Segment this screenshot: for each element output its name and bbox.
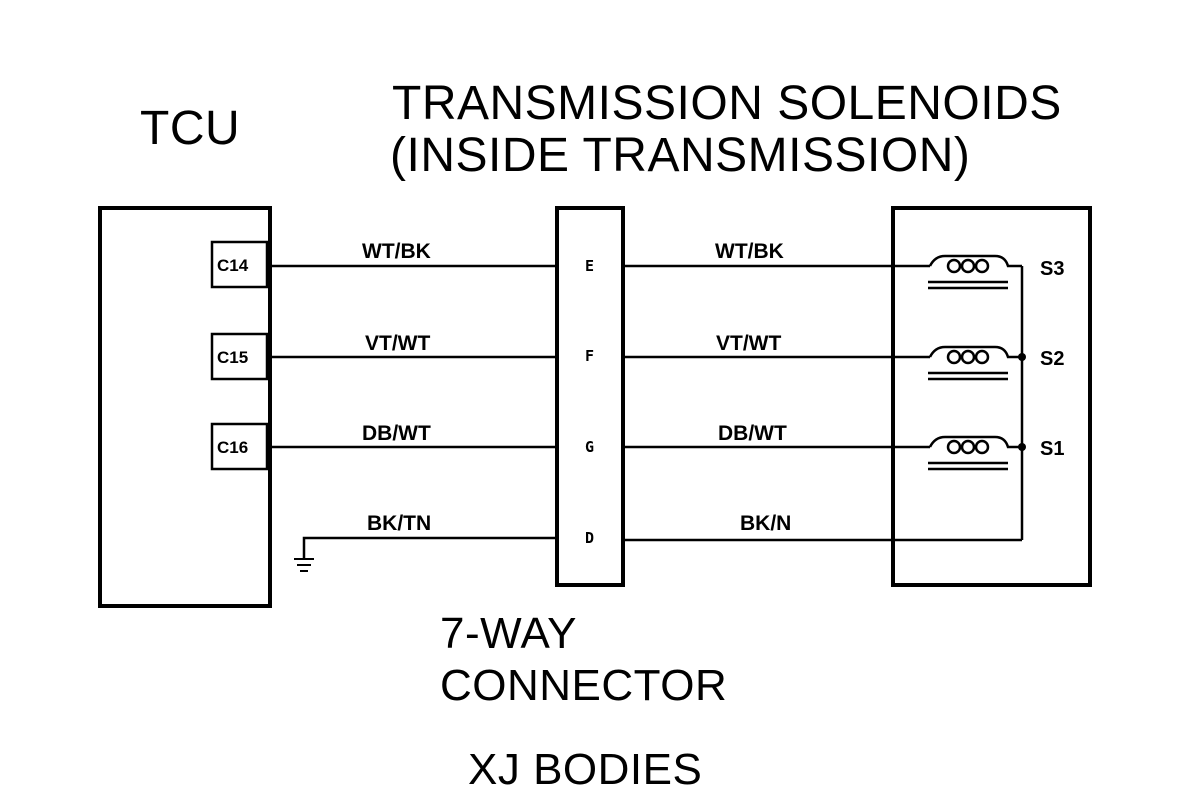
wire-left-d [302,536,557,558]
wire-label: WT/BK [362,240,431,263]
tcu-label: TCU [140,102,241,155]
solenoid-title-line2: (INSIDE TRANSMISSION) [390,129,971,182]
solenoid-label: S2 [1040,348,1065,370]
junction-dot [1018,353,1026,361]
solenoid-label: S1 [1040,438,1065,460]
solenoid-block-box [891,206,1092,587]
junction-dot [1018,443,1026,451]
tcu-box [98,206,272,608]
coil-icon [928,254,1022,290]
tcu-pin-box-c15 [210,332,269,381]
wire-label: DB/WT [362,422,431,445]
tcu-pin-label: C16 [217,438,249,457]
coil-icon [928,345,1022,381]
tcu-pin-label: C15 [217,348,249,367]
footer-caption: XJ BODIES [468,745,703,794]
solenoid-label: S3 [1040,258,1065,280]
tcu-pin-box-c14 [210,240,269,289]
connector-box [555,206,625,587]
wire-label: BK/N [740,512,792,535]
wire-label: VT/WT [365,332,431,355]
connector-pin-label: D [585,529,595,547]
wire-label: VT/WT [716,332,782,355]
wire-label: WT/BK [715,240,784,263]
ground-icon [294,558,314,572]
wire-label: BK/TN [367,512,432,535]
wire-label: DB/WT [718,422,787,445]
tcu-pin-box-c16 [210,422,269,471]
coil-icon [928,435,1022,471]
solenoid-title-line1: TRANSMISSION SOLENOIDS [392,77,1062,130]
connector-caption-line1: 7-WAY [440,609,577,658]
connector-pin-label: E [585,257,595,275]
connector-pin-label: G [585,438,595,456]
connector-pin-label: F [585,347,595,365]
tcu-pin-label: C14 [217,256,249,275]
connector-caption-line2: CONNECTOR [440,661,728,710]
